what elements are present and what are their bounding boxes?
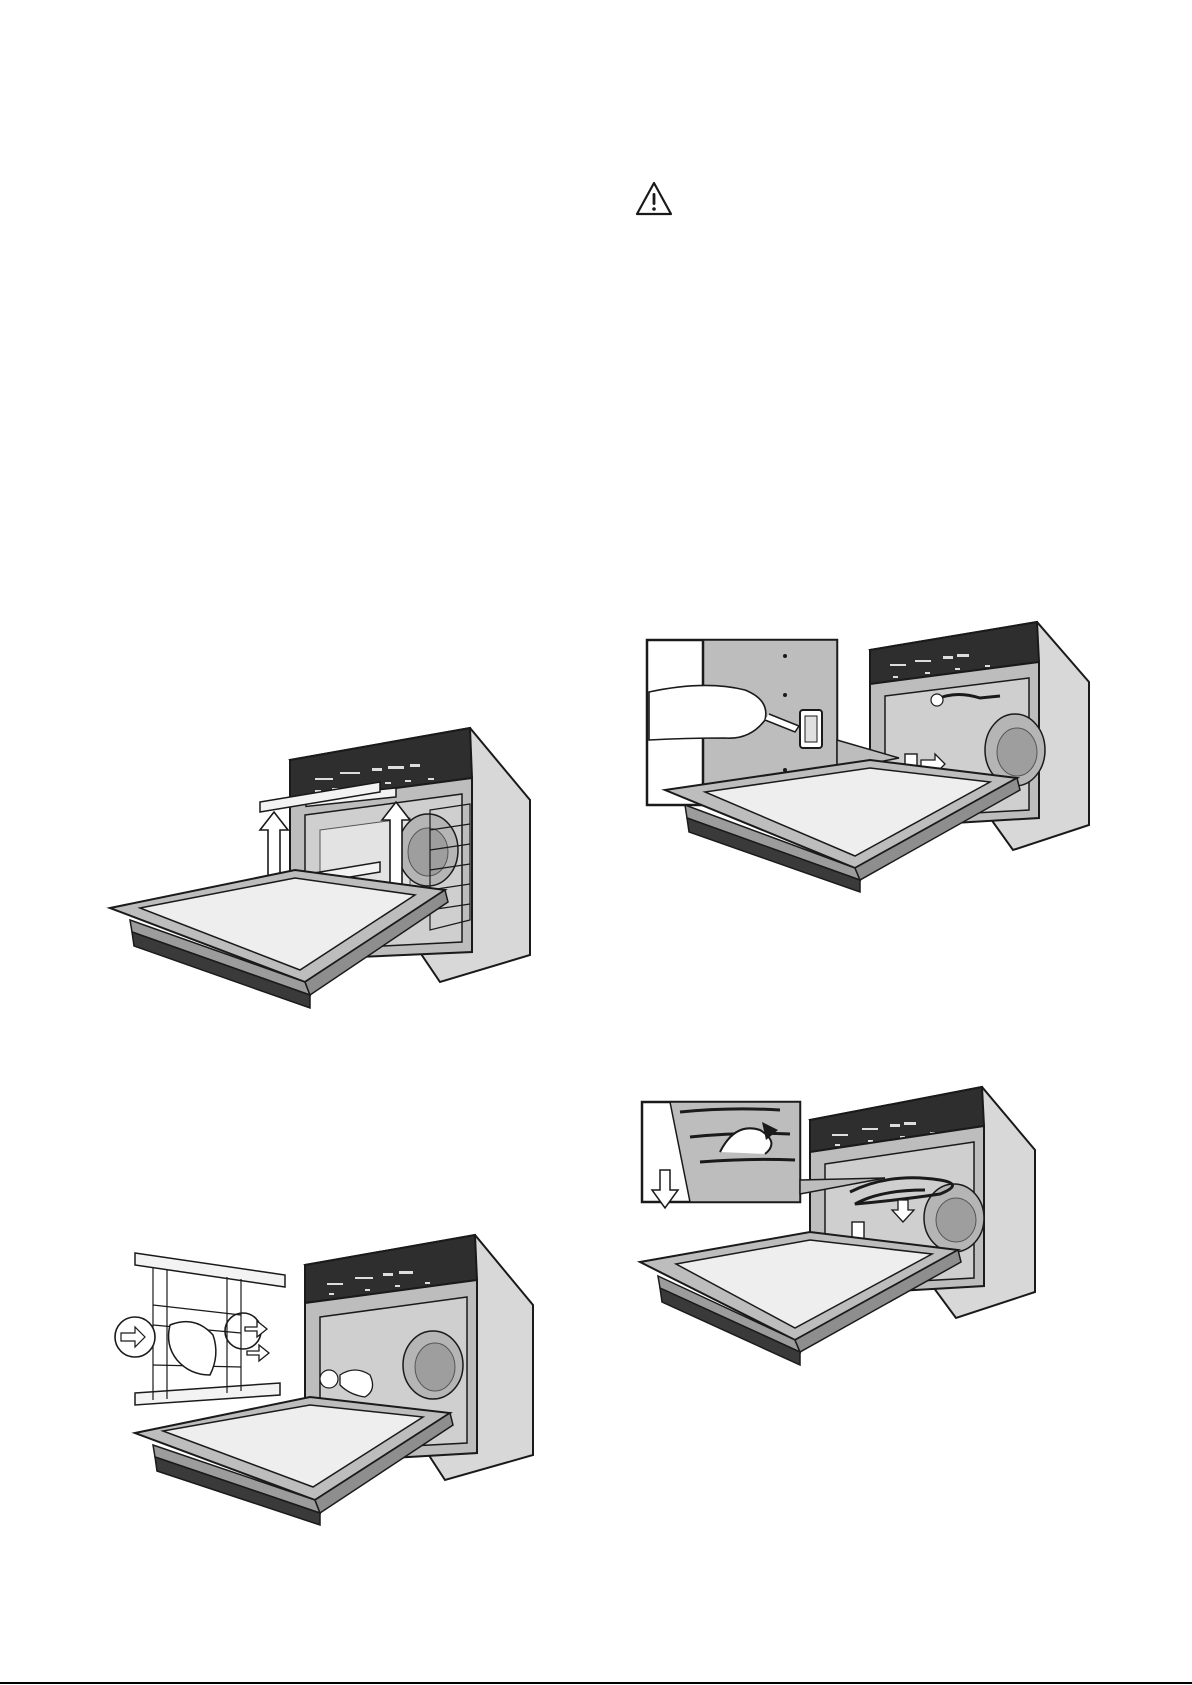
figure-grill-element-lowering bbox=[640, 1082, 1040, 1412]
warning-triangle-icon bbox=[634, 180, 674, 218]
page-footer-rule bbox=[0, 1682, 1192, 1684]
figure-catalytic-panel-removal bbox=[115, 1225, 535, 1555]
figure-lamp-cover-removal bbox=[645, 620, 1095, 940]
figure-remove-shelf-supports bbox=[110, 720, 550, 1080]
